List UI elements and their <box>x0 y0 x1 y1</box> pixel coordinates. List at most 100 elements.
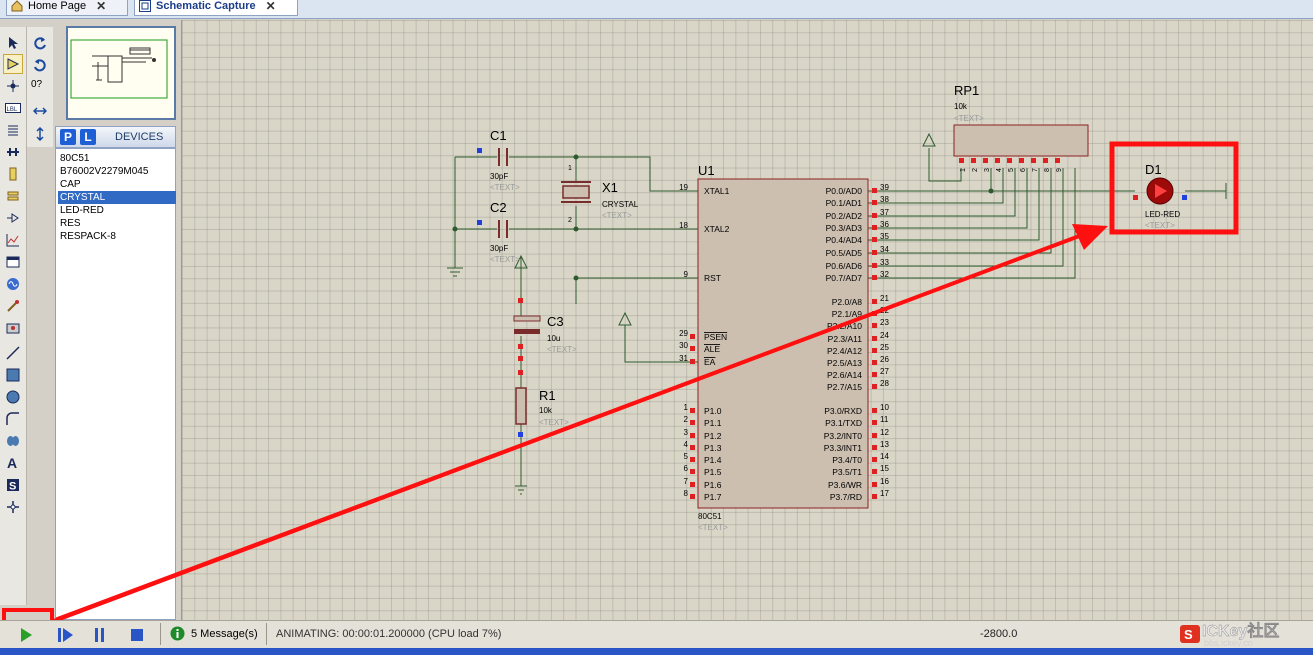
graph-icon[interactable] <box>3 230 23 250</box>
pin-marker <box>690 457 695 462</box>
device-item[interactable]: LED-RED <box>60 205 104 216</box>
stop-button[interactable] <box>129 627 145 646</box>
pick-devices-button[interactable]: P <box>60 129 76 145</box>
u1-pin-name: P3.7/RD <box>830 492 862 502</box>
close-icon[interactable]: ✕ <box>265 0 276 13</box>
led-d1[interactable] <box>1146 177 1174 205</box>
u1-pin-number: 25 <box>880 343 889 352</box>
u1-pin-number: 31 <box>679 354 688 363</box>
rotate-clockwise-icon[interactable] <box>30 33 50 53</box>
u1-pin-number: 9 <box>684 270 689 279</box>
text-script-icon[interactable] <box>3 120 23 140</box>
u1-pin-number: 3 <box>684 428 689 437</box>
arc-tool-icon[interactable] <box>3 409 23 429</box>
u1-pin-number: 4 <box>684 440 689 449</box>
u1-pin-name: XTAL2 <box>704 224 730 234</box>
u1-pin-number: 29 <box>679 329 688 338</box>
pin-marker <box>690 445 695 450</box>
u1-pin-name: ALE <box>704 344 720 354</box>
step-button[interactable] <box>57 627 75 646</box>
virtual-instrument-icon[interactable] <box>3 318 23 338</box>
schematic-icon <box>139 0 151 12</box>
device-item[interactable]: 80C51 <box>60 153 90 164</box>
annotation-arrow-thin <box>55 229 1093 619</box>
junction-dots <box>452 154 994 281</box>
u1-pin-number: 32 <box>880 270 889 279</box>
pin-marker <box>1019 158 1024 163</box>
svg-text:A: A <box>7 456 17 470</box>
generator-icon[interactable] <box>3 274 23 294</box>
pin-marker <box>971 158 976 163</box>
c1-text: <TEXT> <box>490 183 520 192</box>
messages-indicator[interactable]: 5 Message(s) <box>170 626 258 641</box>
rp1-ref: RP1 <box>954 83 979 98</box>
pin-marker <box>872 372 877 377</box>
marker-tool-icon[interactable] <box>3 497 23 517</box>
device-item[interactable]: B76002V2279M045 <box>60 166 149 177</box>
tab-schematic-capture[interactable]: Schematic Capture ✕ <box>134 0 298 16</box>
selection-mode-icon[interactable] <box>3 33 23 53</box>
subcircuit-icon[interactable] <box>3 164 23 184</box>
wire-label-icon[interactable]: LBL <box>3 98 23 118</box>
pin-marker <box>1007 158 1012 163</box>
capacitor-c1[interactable] <box>498 148 508 166</box>
flip-horizontal-icon[interactable] <box>30 101 50 121</box>
animation-status: ANIMATING: 00:00:01.200000 (CPU load 7%) <box>276 628 502 640</box>
device-item[interactable]: RES <box>60 218 81 229</box>
rp1-pin-number: 5 <box>1008 168 1015 172</box>
overview-window[interactable] <box>66 26 176 120</box>
rp1-pin-number: 9 <box>1056 168 1063 172</box>
u1-pin-name: P3.3/INT1 <box>824 443 863 453</box>
bus-icon[interactable] <box>3 142 23 162</box>
voltage-probe-icon[interactable] <box>3 296 23 316</box>
u1-pin-number: 12 <box>880 428 889 437</box>
u1-pin-name: P3.1/TXD <box>825 418 862 428</box>
messages-count: 5 Message(s) <box>191 627 258 640</box>
flip-vertical-icon[interactable] <box>30 124 50 144</box>
pin-marker <box>690 469 695 474</box>
rp1-pin-number: 6 <box>1020 168 1027 172</box>
r1-ref: R1 <box>539 388 556 403</box>
devices-title: DEVICES <box>115 131 164 143</box>
resistor-pack-rp1[interactable] <box>953 124 1089 157</box>
tab-home-page[interactable]: Home Page ✕ <box>6 0 128 16</box>
u1-pin-name: P2.1/A9 <box>832 309 863 319</box>
play-button[interactable] <box>18 627 34 646</box>
path-tool-icon[interactable] <box>3 431 23 451</box>
microcontroller-u1[interactable] <box>697 178 869 509</box>
r1-value: 10k <box>539 406 553 415</box>
power-terminal-icon <box>514 254 528 269</box>
resistor-r1[interactable] <box>515 387 527 425</box>
terminals-icon[interactable] <box>3 186 23 206</box>
component-mode-icon[interactable] <box>3 54 23 74</box>
crystal-x1[interactable] <box>561 181 591 203</box>
u1-pin-number: 26 <box>880 355 889 364</box>
capacitor-c2[interactable] <box>498 220 508 238</box>
library-manager-button[interactable]: L <box>80 129 96 145</box>
junction-dot-icon[interactable] <box>3 76 23 96</box>
c2-value: 30pF <box>490 244 508 253</box>
pin-marker <box>872 433 877 438</box>
symbol-tool-icon[interactable]: S <box>3 475 23 495</box>
rotation-readout: 0? <box>31 79 43 90</box>
pin-marker <box>872 275 877 280</box>
pause-button[interactable] <box>93 627 107 646</box>
device-item[interactable]: CAP <box>60 179 81 190</box>
u1-ref: U1 <box>698 163 715 178</box>
x1-pin-label: 1 <box>568 165 572 172</box>
close-icon[interactable]: ✕ <box>96 0 107 13</box>
u1-pin-name: P1.7 <box>704 492 722 502</box>
circle-tool-icon[interactable] <box>3 387 23 407</box>
text-tool-icon[interactable]: A <box>3 453 23 473</box>
c1-ref: C1 <box>490 128 507 143</box>
device-item[interactable]: RESPACK-8 <box>60 231 116 242</box>
pin-marker <box>872 360 877 365</box>
device-item-selected[interactable]: CRYSTAL <box>58 191 176 204</box>
rotate-anticlockwise-icon[interactable] <box>30 55 50 75</box>
capacitor-c3[interactable] <box>513 315 541 334</box>
line-tool-icon[interactable] <box>3 343 23 363</box>
pin-marker <box>872 188 877 193</box>
box-tool-icon[interactable] <box>3 365 23 385</box>
tape-recorder-icon[interactable] <box>3 252 23 272</box>
device-pins-icon[interactable] <box>3 208 23 228</box>
